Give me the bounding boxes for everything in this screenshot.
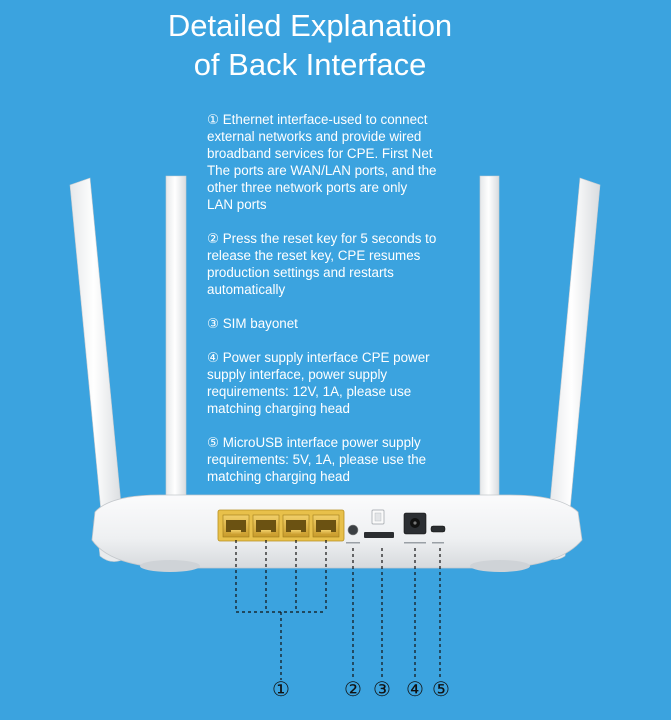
title-line-1: Detailed Explanation (167, 8, 453, 43)
note-power: ④ Power supply interface CPE power suppl… (207, 350, 430, 416)
reset-button-hole (347, 524, 359, 536)
ethernet-port-4 (312, 514, 340, 538)
micro-usb-port (430, 525, 446, 533)
note-ethernet: ① Ethernet interface-used to connect ext… (207, 112, 437, 212)
explanation-notes: ① Ethernet interface-used to connect ext… (207, 111, 477, 502)
ethernet-port-3 (282, 514, 310, 538)
title-line-2: of Back Interface (193, 47, 427, 82)
ethernet-port-1 (222, 514, 250, 538)
sim-slot (364, 509, 394, 538)
callout-2: ② (344, 679, 362, 701)
ethernet-port-2 (252, 514, 280, 538)
note-sim: ③ SIM bayonet (207, 316, 298, 331)
note-reset: ② Press the reset key for 5 seconds to r… (207, 231, 437, 297)
ethernet-ports (217, 509, 345, 542)
dc-power-jack (403, 512, 427, 535)
callout-3: ③ (373, 679, 391, 701)
callout-5: ⑤ (432, 679, 450, 701)
page-title: Detailed Explanation of Back Interface (0, 6, 620, 84)
note-microusb: ⑤ MicroUSB interface power supply requir… (207, 435, 427, 484)
callout-1: ① (272, 679, 290, 701)
callout-4: ④ (406, 679, 424, 701)
